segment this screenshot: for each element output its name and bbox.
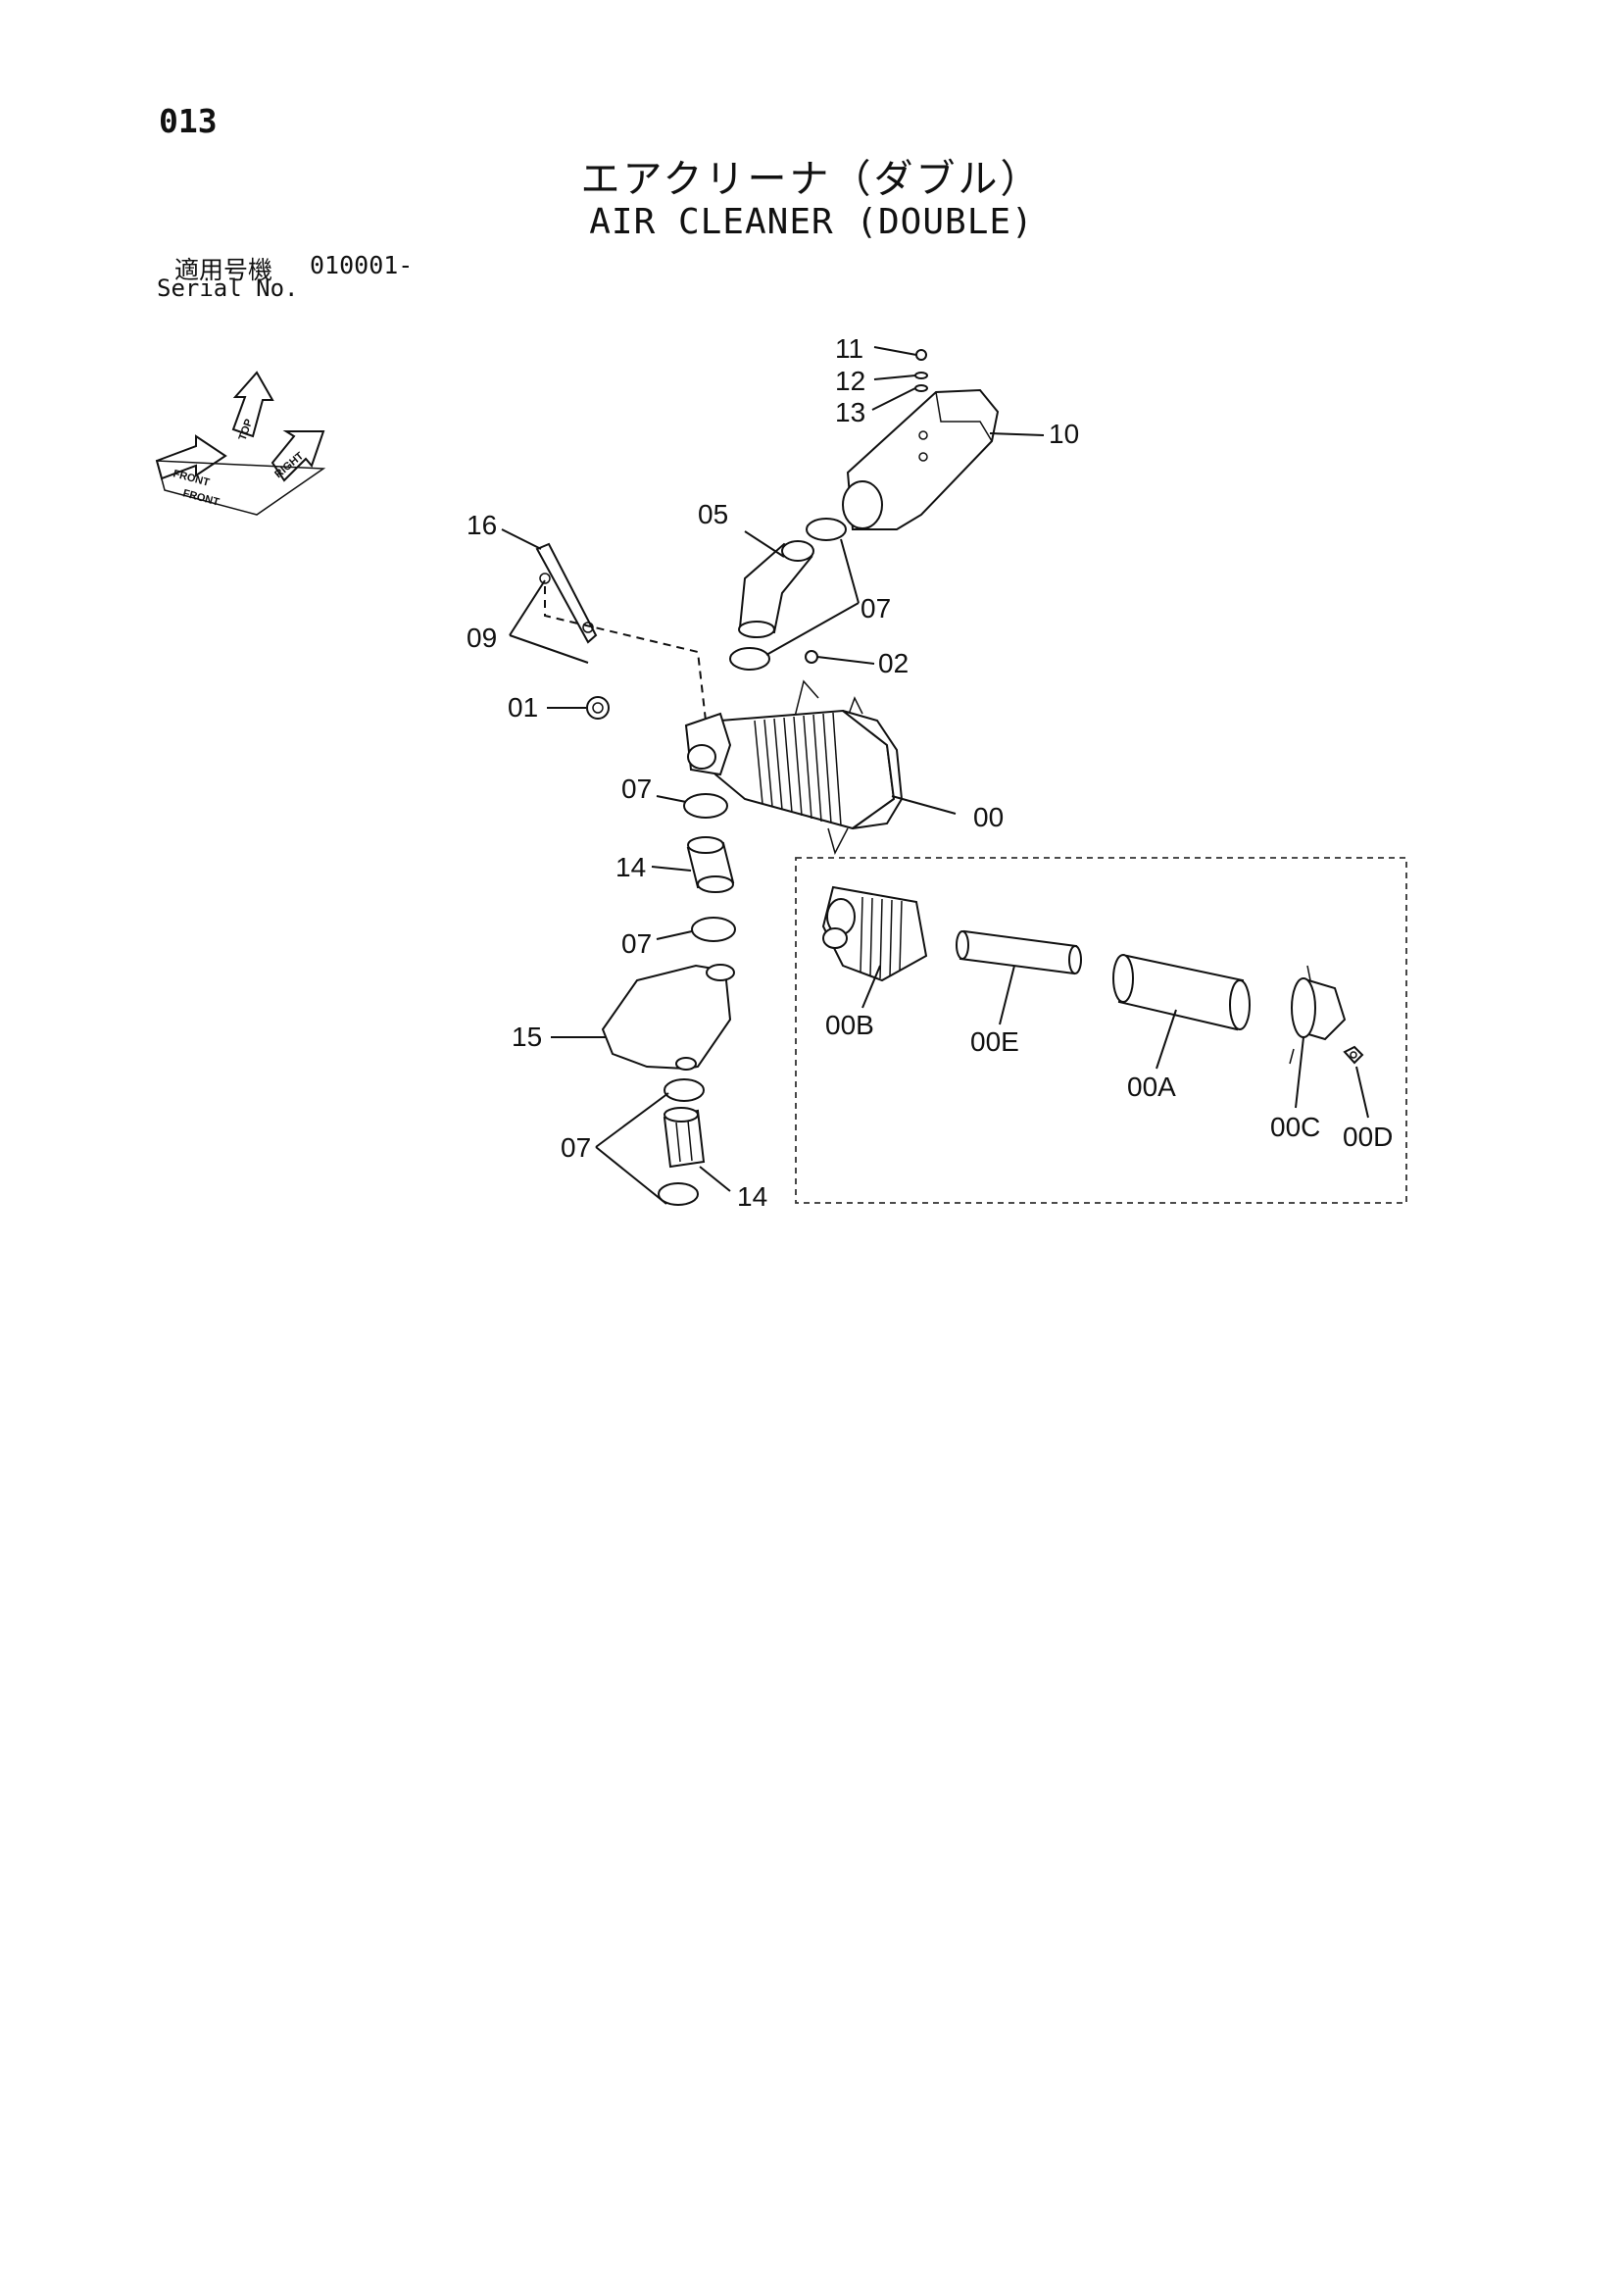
callout-11: 11	[835, 333, 863, 364]
callout-14-b: 14	[737, 1181, 767, 1212]
callout-07-b: 07	[621, 928, 652, 959]
part-00B-cleaner-housing	[821, 885, 928, 982]
part-01-nut	[586, 696, 610, 720]
title-japanese: エアクリーナ（ダブル）	[580, 157, 1043, 202]
callout-00B: 00B	[825, 1010, 874, 1040]
part-02-bolt	[805, 650, 818, 664]
part-14-hose-lower	[663, 1107, 706, 1169]
serial-label-english: Serial No.	[157, 275, 299, 302]
part-00A-outer-element	[1112, 954, 1251, 1031]
part-10-intake-cover	[842, 388, 1000, 530]
callout-00D: 00D	[1343, 1122, 1393, 1152]
callout-07-c: 07	[561, 1132, 591, 1163]
callout-05: 05	[698, 499, 728, 529]
part-07-clamp-bottom-b	[658, 1182, 699, 1206]
part-00E-inner-element	[956, 929, 1082, 975]
callout-12: 12	[835, 366, 865, 396]
part-07-clamp-mid	[729, 647, 770, 671]
callout-10: 10	[1049, 419, 1079, 449]
part-16-bracket	[535, 542, 598, 644]
part-00-air-cleaner-body	[684, 679, 904, 856]
fasteners-11-12-13	[914, 349, 928, 392]
orientation-indicator-icon: FRONT FRONT TOP RIGHT	[155, 371, 326, 516]
callout-07-top: 07	[861, 593, 891, 624]
serial-label-japanese: 適用号機	[174, 256, 273, 284]
orientation-front-bottom-label: FRONT	[181, 487, 221, 508]
callout-labels: 11 12 13 10 05 16 07 09 02 01 07 00 14 0…	[467, 333, 1393, 1212]
callout-01: 01	[508, 692, 538, 723]
callout-leader-lines	[501, 346, 1045, 1205]
title-english: AIR CLEANER (DOUBLE)	[589, 202, 1034, 242]
callout-00E: 00E	[970, 1026, 1019, 1057]
part-07-clamp-upper	[806, 518, 847, 541]
orientation-front-label: FRONT	[172, 468, 211, 488]
serial-value: 010001-	[310, 251, 414, 279]
part-15-pre-cleaner	[601, 964, 735, 1071]
callout-00A: 00A	[1127, 1072, 1176, 1102]
air-cleaner-ribs	[754, 712, 842, 826]
part-07-clamp-lower-b	[691, 917, 736, 942]
page-number: 013	[159, 102, 218, 140]
callout-14-a: 14	[615, 852, 646, 882]
part-14-hose-upper	[686, 836, 735, 893]
callout-07-a: 07	[621, 774, 652, 804]
callout-15: 15	[512, 1022, 542, 1052]
part-00C-cover	[1289, 965, 1347, 1065]
element-breakdown-frame	[795, 857, 1407, 1204]
callout-02: 02	[878, 648, 909, 678]
callout-00C: 00C	[1270, 1112, 1320, 1142]
housing-ribs	[860, 896, 903, 979]
part-05-elbow-hose	[738, 540, 814, 638]
part-07-clamp-bottom-a	[664, 1078, 705, 1102]
inset-leader-lines	[861, 965, 1369, 1119]
callout-13: 13	[835, 397, 865, 427]
part-00D-valve	[1343, 1045, 1364, 1065]
callout-16: 16	[467, 510, 497, 540]
callout-00: 00	[973, 802, 1004, 832]
callout-09: 09	[467, 623, 497, 653]
installation-guide-line	[544, 586, 707, 722]
part-07-clamp-lower-a	[683, 793, 728, 819]
